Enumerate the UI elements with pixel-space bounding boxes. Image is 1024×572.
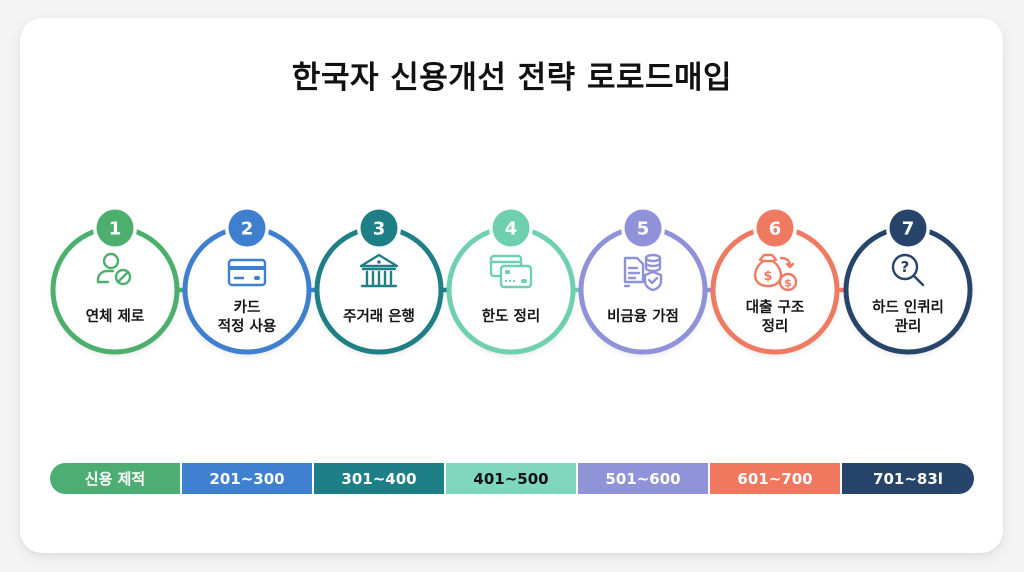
step-circle (846, 228, 970, 352)
step-number-badge (492, 209, 530, 247)
step-number-badge (228, 209, 266, 247)
step-6: 6$$ (710, 206, 853, 355)
step-number: 5 (637, 219, 650, 240)
step-label: 비금융 가점 (588, 308, 698, 327)
page-title: 한국자 신용개선 전략 로로드매입 (291, 60, 733, 96)
step-number: 3 (373, 219, 386, 240)
step-3: 3 (314, 206, 457, 355)
magnifier-question-icon: ? (891, 253, 925, 287)
step-number: 6 (769, 219, 782, 240)
step-4: 4 (446, 206, 589, 355)
step-label: 주거래 은행 (324, 308, 434, 327)
step-7: 7? (843, 206, 973, 355)
step-label-line2: 관리 (894, 319, 922, 335)
step-number: 4 (505, 219, 518, 240)
step-label-line1: 비금융 가점 (607, 309, 679, 325)
score-range-segment: 201~300 (182, 463, 314, 494)
step-label: 한도 정리 (456, 308, 566, 327)
score-range-segment: 601~700 (710, 463, 842, 494)
step-2: 2 (182, 206, 325, 355)
step-number: 2 (241, 219, 254, 240)
step-label-line1: 카드 (233, 300, 261, 316)
step-number-badge (756, 209, 794, 247)
user-blocked-icon (96, 252, 132, 286)
step-circle (449, 228, 573, 352)
step-number: 1 (109, 219, 122, 240)
step-circle (317, 228, 441, 352)
svg-text:$: $ (763, 269, 772, 284)
step-number-badge (624, 209, 662, 247)
document-database-shield-icon (623, 253, 663, 292)
step-circle (185, 228, 309, 352)
step-label-line2: 적정 사용 (217, 319, 277, 335)
step-number-badge (360, 209, 398, 247)
svg-text:$: $ (784, 277, 792, 290)
svg-text:?: ? (901, 258, 910, 276)
step-label-line1: 연체 제로 (85, 309, 145, 325)
step-circle (53, 228, 177, 352)
step-label-line1: 주거래 은행 (343, 309, 415, 325)
step-label-line2: 정리 (761, 319, 789, 335)
score-range-segment: 501~600 (578, 463, 710, 494)
step-number-badge (889, 209, 927, 247)
step-5: 5 (578, 206, 721, 355)
step-number-badge (96, 209, 134, 247)
score-range-segment: 701~83l (842, 463, 974, 494)
bank-icon (359, 253, 399, 288)
step-1: 1 (50, 206, 193, 355)
score-range-segment: 401~500 (446, 463, 578, 494)
cards-icon (489, 254, 533, 289)
step-number: 7 (902, 219, 915, 240)
score-range-segment: 301~400 (314, 463, 446, 494)
step-label-line1: 한도 정리 (481, 309, 541, 325)
credit-card-icon (227, 258, 267, 287)
step-circle (713, 228, 837, 352)
money-bag-transfer-icon: $$ (754, 253, 798, 292)
step-label: 연체 제로 (60, 308, 170, 327)
step-label-line1: 하드 인퀴리 (872, 300, 944, 316)
step-label-line1: 대출 구조 (745, 300, 805, 316)
step-circle (581, 228, 705, 352)
score-range-segment: 신용 제적 (50, 463, 182, 494)
